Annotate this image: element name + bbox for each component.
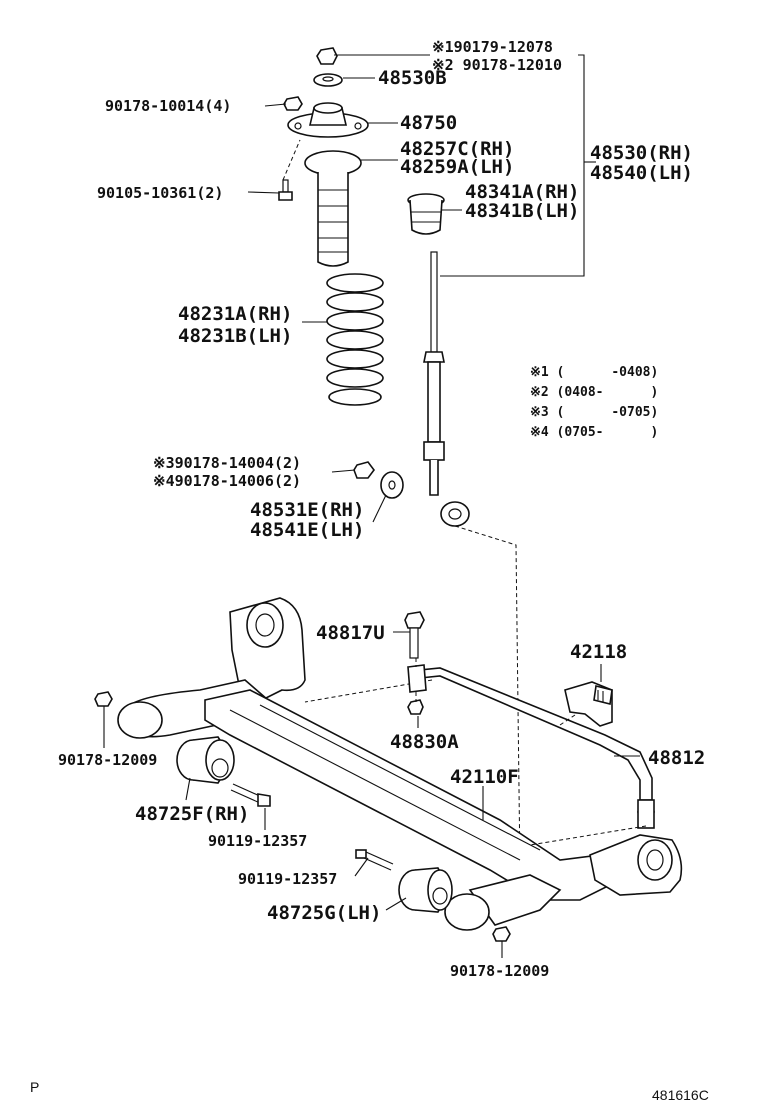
label-48750: 48750 [400, 112, 457, 134]
label-48541e: 48541E(LH) [250, 519, 364, 541]
label-90179-12078: ※190179-12078 [432, 38, 553, 56]
label-42110f: 42110F [450, 766, 519, 788]
label-48531e: 48531E(RH) [250, 499, 364, 521]
label-90178-10014: 90178-10014(4) [105, 97, 231, 115]
bolt-90105-10361 [278, 179, 293, 201]
shock-absorber-48530 [423, 251, 470, 527]
label-48812: 48812 [648, 747, 705, 769]
label-48231a: 48231A(RH) [178, 303, 292, 325]
bracket-48830a [407, 658, 427, 715]
note-2: ※2 (0408- ) [530, 385, 658, 400]
guide-dash-shock [454, 525, 521, 871]
note-1: ※1 ( -0408) [530, 365, 658, 380]
label-90105-10361: 90105-10361(2) [97, 184, 223, 202]
label-90178-14004: ※390178-14004(2) [153, 454, 301, 472]
date-notes: ※1 ( -0408) ※2 (0408- ) ※3 ( -0705) ※4 (… [530, 365, 658, 440]
leader-lines [103, 54, 640, 958]
label-90119-12357-b: 90119-12357 [238, 870, 337, 888]
label-90178-12009-left: 90178-12009 [58, 751, 157, 769]
nut-90178-12009-left [94, 691, 113, 707]
label-48530b: 48530B [378, 67, 447, 89]
note-4: ※4 (0705- ) [530, 425, 658, 440]
nut-top [316, 47, 338, 65]
nut-90178-14004 [353, 461, 375, 479]
footer-code: 481616C [652, 1087, 709, 1103]
label-48259a: 48259A(LH) [400, 156, 514, 178]
washer-48530b [313, 73, 343, 87]
nut-90178-10014 [283, 96, 303, 111]
label-48725f: 48725F(RH) [135, 803, 249, 825]
bolt-48817u [404, 611, 425, 659]
label-48540: 48540(LH) [590, 162, 693, 184]
label-48817u: 48817U [316, 622, 385, 644]
axle-beam-42110f [117, 597, 683, 931]
spring-bumper-48257c [304, 150, 362, 267]
clip-42118 [559, 681, 613, 727]
nut-90178-12009-bottom [492, 926, 511, 942]
note-3: ※3 ( -0705) [530, 405, 658, 420]
bolt-90119-12357-upper [230, 783, 271, 807]
stabilizer-bar-48812 [304, 667, 655, 846]
label-90119-12357-a: 90119-12357 [208, 832, 307, 850]
bushing-48725g [398, 867, 453, 913]
label-48830a: 48830A [390, 731, 459, 753]
footer-letter: P [30, 1079, 39, 1095]
label-42118: 42118 [570, 641, 627, 663]
label-48231b: 48231B(LH) [178, 325, 292, 347]
leader-dash [282, 139, 301, 181]
label-90178-12009-bottom: 90178-12009 [450, 962, 549, 980]
strut-support-48750 [287, 102, 369, 138]
label-48725g: 48725G(LH) [267, 902, 381, 924]
label-48341a: 48341A(RH) [465, 181, 579, 203]
label-48341b: 48341B(LH) [465, 200, 579, 222]
bump-stopper-48341a [407, 193, 445, 235]
label-48257c: 48257C(RH) [400, 138, 514, 160]
bolt-90119-12357-lower [355, 849, 394, 871]
bushing-48725f [176, 736, 235, 784]
label-90178-12010: ※2 90178-12010 [432, 56, 562, 74]
washer-48531e [380, 471, 404, 499]
part-labels: ※190179-12078 ※2 90178-12010 48530B 9017… [58, 38, 705, 980]
label-90178-14006: ※490178-14006(2) [153, 472, 301, 490]
coil-spring-48231a [326, 273, 384, 406]
label-48530: 48530(RH) [590, 142, 693, 164]
